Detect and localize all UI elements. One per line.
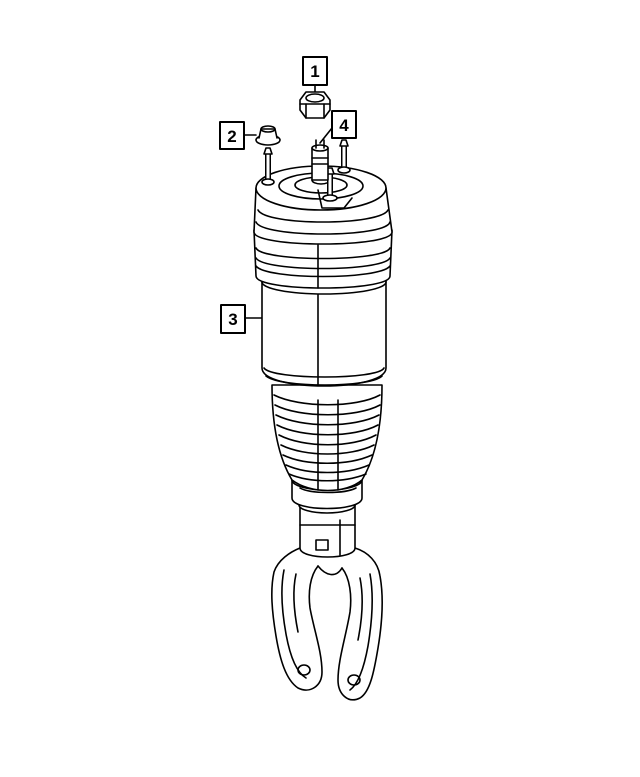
top-mount (253, 165, 393, 245)
dust-boot (271, 384, 383, 492)
mount-stud-left (261, 147, 275, 186)
center-stud-4 (311, 139, 329, 181)
callout-1: 1 (302, 56, 328, 95)
callout-3-box (220, 304, 246, 334)
callout-2-label: 2 (227, 127, 236, 146)
mount-stud-right (337, 139, 351, 174)
callout-4: 4 (319, 110, 357, 144)
callout-4-box (331, 110, 357, 139)
callout-4-label: 4 (339, 116, 349, 135)
air-spring-upper (253, 229, 393, 289)
callout-4-leader (319, 127, 333, 144)
callout-3-label: 3 (228, 310, 237, 329)
mount-stud-front (322, 167, 338, 202)
flange-nut-2 (255, 125, 281, 146)
callout-1-label: 1 (310, 62, 319, 81)
air-strut-3 (253, 139, 393, 701)
callout-2-box (219, 121, 245, 150)
nut-1 (299, 91, 331, 119)
lower-fork (271, 547, 383, 701)
callout-3: 3 (220, 304, 263, 334)
callout-2: 2 (219, 121, 257, 150)
